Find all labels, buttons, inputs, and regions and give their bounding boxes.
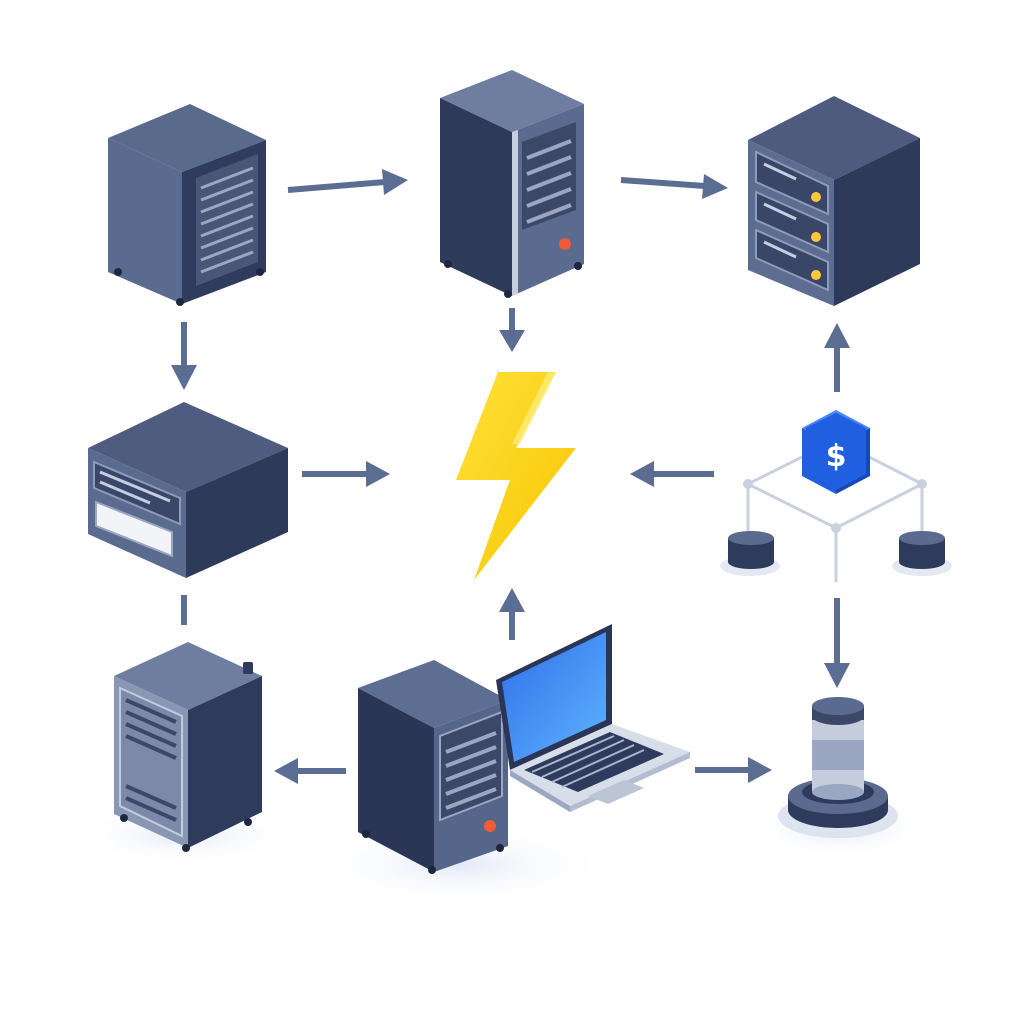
arrow-topcenter-to-topright xyxy=(620,174,728,199)
arrow-laptop-to-storage xyxy=(695,757,772,783)
arrow-topleft-to-topcenter xyxy=(287,169,408,195)
arrow-topcenter-to-hub xyxy=(499,308,525,352)
arrow-payment-to-storage xyxy=(824,598,850,688)
arrow-workstation-to-bottomleft xyxy=(274,758,346,784)
server-tower-icon xyxy=(440,70,584,298)
payment-network: $ xyxy=(720,410,952,582)
arrow-topleft-to-midleft xyxy=(171,322,197,390)
lightning-bolt-icon xyxy=(456,372,576,580)
laptop-icon xyxy=(496,624,690,812)
server-rack-icon xyxy=(748,96,920,306)
arrow-payment-to-hub xyxy=(630,461,714,487)
server-box-icon xyxy=(108,104,266,306)
server-tower-icon xyxy=(358,660,508,874)
server-tower-icon xyxy=(114,642,262,852)
node-pedestal-icon xyxy=(892,531,952,576)
server-drive-icon xyxy=(88,402,288,578)
dollar-cube-icon: $ xyxy=(802,410,870,494)
dollar-label: $ xyxy=(826,439,847,474)
arrow-payment-to-topright xyxy=(824,323,850,392)
database-cylinder-icon xyxy=(778,697,898,838)
node-pedestal-icon xyxy=(720,531,780,576)
arrow-workstation-to-hub xyxy=(499,588,525,640)
arrow-midleft-to-hub xyxy=(302,461,390,487)
